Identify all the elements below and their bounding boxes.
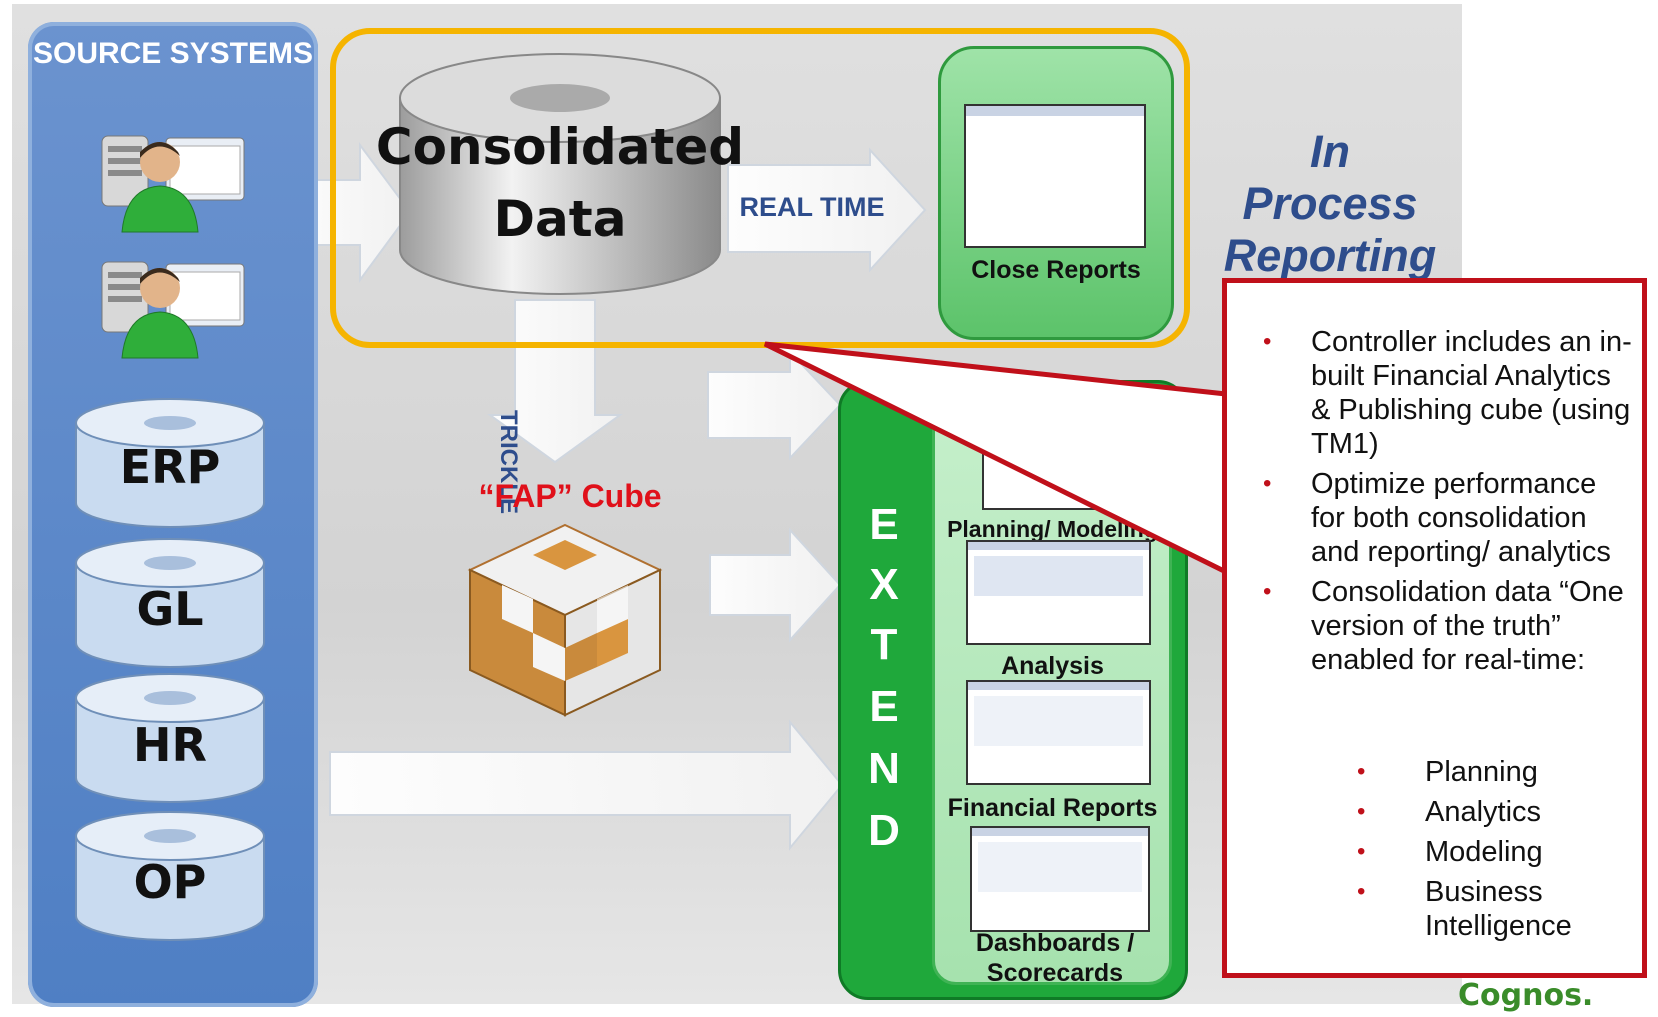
dashboards-screenshot (970, 826, 1150, 932)
consolidated-data-cylinder (399, 53, 721, 295)
in-process-line2: Process (1242, 178, 1418, 229)
consolidated-subtitle: Data (493, 190, 627, 248)
erp-label: ERP (119, 440, 221, 494)
extend-letter: D (868, 806, 900, 855)
extend-letter: E (869, 682, 899, 731)
extend-letter: N (868, 744, 900, 793)
bullet-icon: • (1263, 328, 1272, 355)
callout-sub-bullet: •Business Intelligence (1357, 876, 1572, 942)
analysis-screenshot (966, 540, 1151, 645)
financial-reports-label: Financial Reports (947, 794, 1158, 822)
consolidated-title: Consolidated (375, 118, 745, 176)
in-process-line3: Reporting (1223, 230, 1437, 281)
arrow-fap-to-extend (709, 527, 842, 643)
arrow-trickle (486, 299, 624, 464)
user-server-icon (101, 261, 245, 359)
source-systems-title: SOURCE SYSTEMS (32, 37, 314, 70)
in-process-line1: In (1310, 126, 1350, 177)
cognos-logo: Cognos. (1458, 978, 1594, 1013)
arrow-source-to-extend (329, 719, 844, 851)
close-report-screenshot (964, 104, 1146, 248)
database-icon (75, 673, 265, 803)
callout-sub-bullet: •Planning (1357, 756, 1538, 788)
extend-letter: X (869, 560, 899, 609)
bullet-icon: • (1357, 838, 1366, 865)
user-server-icon (101, 135, 245, 233)
arrow-consolidated-to-extend (707, 349, 842, 461)
bullet-icon: • (1263, 470, 1272, 497)
callout-box: •Controller includes an in-built Financi… (1222, 278, 1647, 978)
callout-bullet: •Optimize performance for both consolida… (1263, 468, 1611, 568)
extend-letter: T (870, 620, 898, 669)
extend-letter: E (869, 500, 899, 549)
callout-bullet: •Consolidation data “One version of the … (1263, 576, 1624, 676)
op-label: OP (133, 855, 207, 909)
dashboards-scorecards-label: Dashboards / Scorecards (975, 929, 1135, 987)
real-time-label: REAL TIME (739, 192, 885, 222)
callout-sub-bullet: •Modeling (1357, 836, 1543, 868)
in-process-highlight (330, 28, 1190, 348)
bullet-icon: • (1357, 798, 1366, 825)
database-icon (75, 538, 265, 668)
gl-label: GL (136, 582, 204, 636)
database-icon (75, 811, 265, 941)
financial-reports-screenshot (966, 680, 1151, 785)
hr-label: HR (133, 718, 207, 772)
bullet-icon: • (1357, 758, 1366, 785)
close-reports-label: Close Reports (971, 256, 1141, 284)
callout-sub-bullet: •Analytics (1357, 796, 1542, 828)
analysis-label: Analysis (1001, 652, 1104, 680)
fap-cube-icon (467, 523, 663, 717)
arrow-real-time (727, 147, 927, 273)
bullet-icon: • (1263, 578, 1272, 605)
bullet-icon: • (1357, 878, 1366, 905)
fap-cube-label: “FAP” Cube (478, 478, 662, 514)
database-icon (75, 398, 265, 528)
callout-bullet: •Controller includes an in-built Financi… (1263, 326, 1632, 460)
